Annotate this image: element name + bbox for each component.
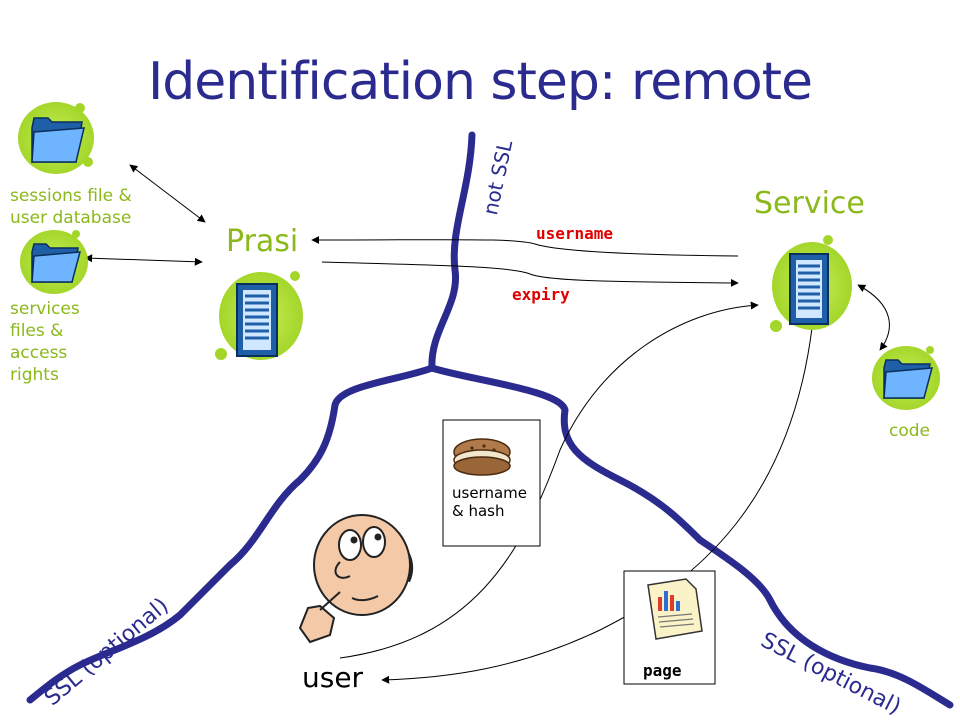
arrow-service-code bbox=[857, 284, 890, 351]
page-document-icon bbox=[647, 578, 703, 640]
server-icon bbox=[215, 271, 303, 360]
folder-icon bbox=[872, 346, 940, 410]
arrow-user-to-service bbox=[339, 301, 759, 659]
label-sessions-file: sessions file & user database bbox=[10, 186, 132, 228]
cookie-box bbox=[442, 419, 541, 547]
label-page-caption: page bbox=[643, 661, 682, 680]
arrow-expiry bbox=[321, 261, 739, 287]
label-user: user bbox=[302, 661, 364, 694]
arrow-username bbox=[311, 235, 739, 257]
river-top bbox=[428, 131, 476, 372]
page-title: Identification step: remote bbox=[147, 52, 813, 112]
connector-arrows bbox=[84, 164, 890, 684]
network-boundary-river bbox=[26, 131, 954, 709]
folder-icon bbox=[18, 102, 94, 174]
label-prasi: Prasi bbox=[226, 224, 299, 259]
label-cookie-caption: username & hash bbox=[452, 484, 527, 520]
arrow-sessions-prasi bbox=[129, 164, 206, 223]
server-icon bbox=[770, 235, 852, 332]
label-code: code bbox=[889, 421, 930, 441]
cookie-icon bbox=[453, 438, 511, 476]
river-right bbox=[428, 364, 954, 709]
arrow-services-prasi bbox=[84, 254, 203, 266]
arrow-service-to-user bbox=[381, 327, 813, 684]
label-username-arrow: username bbox=[536, 224, 614, 243]
river-left bbox=[26, 364, 436, 704]
label-services-files: services files & access rights bbox=[10, 299, 80, 385]
page-box bbox=[623, 570, 716, 685]
label-service: Service bbox=[754, 186, 865, 221]
label-expiry-arrow: expiry bbox=[512, 285, 570, 304]
thinking-user-icon bbox=[298, 514, 414, 644]
folder-icon bbox=[20, 230, 88, 294]
